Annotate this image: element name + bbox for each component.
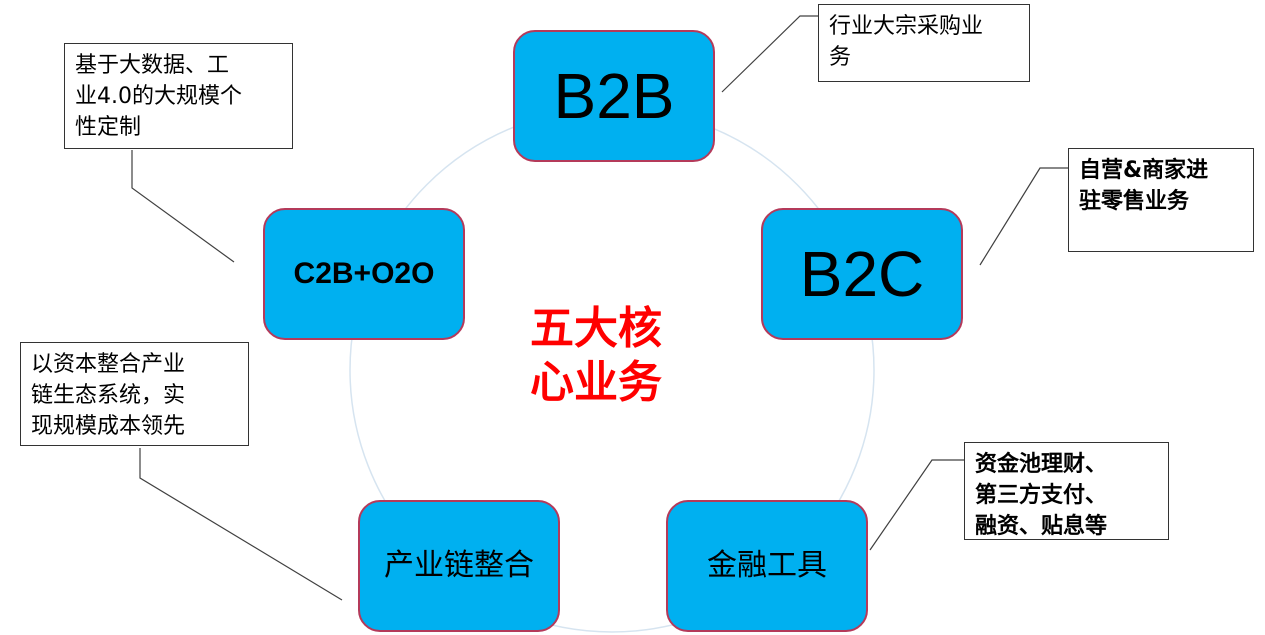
connector-industry <box>139 448 343 601</box>
connector-b2c <box>979 167 1068 266</box>
note-c2b: 基于大数据、工 业4.0的大规模个 性定制 <box>64 43 293 149</box>
node-b2b: B2B <box>513 30 715 162</box>
node-b2c: B2C <box>761 208 963 340</box>
center-title: 五大核 心业务 <box>530 303 662 408</box>
note-b2c: 自营&商家进 驻零售业务 <box>1068 148 1254 252</box>
connector-c2b <box>131 150 235 263</box>
note-b2b: 行业大宗采购业 务 <box>818 4 1030 82</box>
node-c2b-o2o: C2B+O2O <box>263 208 465 340</box>
connector-finance <box>869 459 964 551</box>
connector-b2b <box>721 15 818 93</box>
note-industry: 以资本整合产业 链生态系统，实 现规模成本领先 <box>20 342 249 446</box>
node-industry-chain: 产业链整合 <box>358 500 560 632</box>
node-finance-tools: 金融工具 <box>666 500 868 632</box>
note-finance: 资金池理财、 第三方支付、 融资、贴息等 <box>964 442 1169 540</box>
